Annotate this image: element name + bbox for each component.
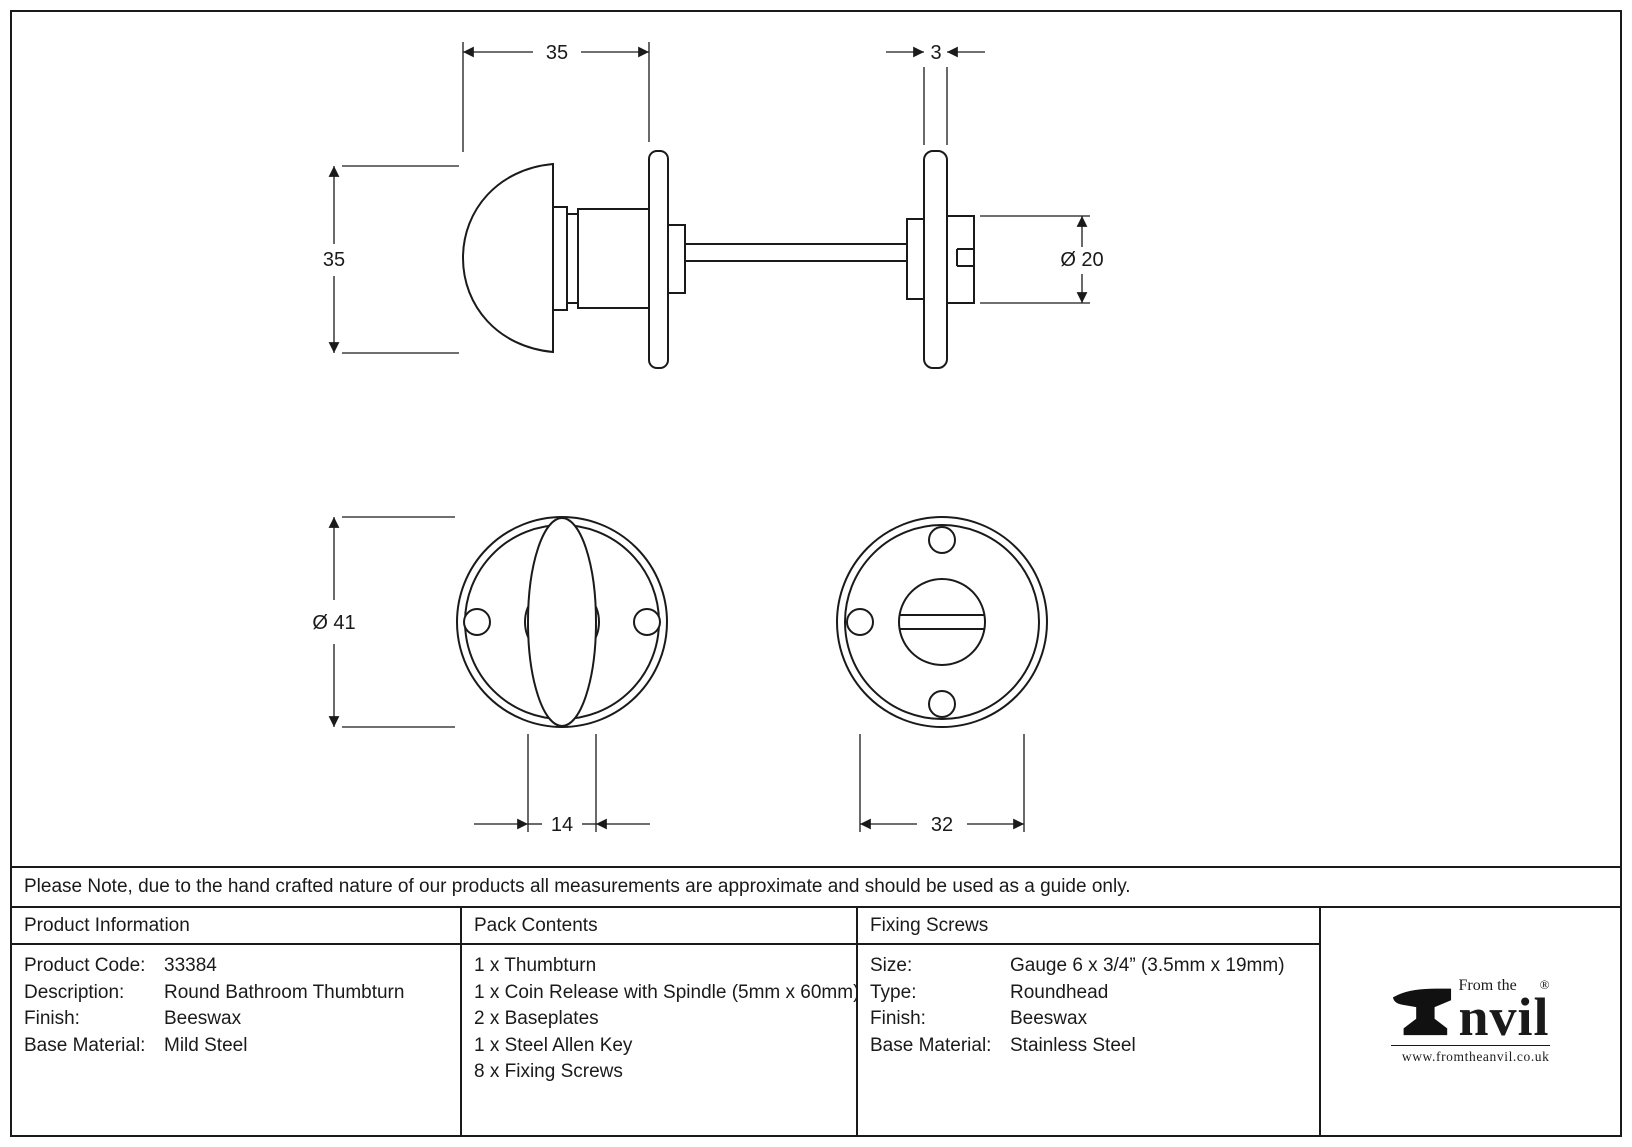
table-row: Finish: Beeswax bbox=[24, 1006, 448, 1033]
dim-hole-pitch-label: 32 bbox=[931, 814, 953, 836]
from-the-anvil-logo: From the ® nvil www.fromtheanvil.co.uk bbox=[1391, 977, 1550, 1065]
fixing-screws-header: Fixing Screws bbox=[858, 908, 1319, 945]
row-label: Size: bbox=[870, 955, 913, 976]
rose-inner-circle bbox=[844, 524, 1040, 720]
dim-rose-diameter: Ø 41 bbox=[312, 516, 455, 728]
dim-turn-width-label: 14 bbox=[551, 814, 573, 836]
logo-tagline: From the bbox=[1458, 977, 1517, 994]
row-value: 33384 bbox=[164, 955, 217, 976]
screw-hole bbox=[846, 608, 874, 636]
product-info-column: Product Information Product Code: 33384 D… bbox=[12, 908, 462, 1135]
dim-knob-width-label: 35 bbox=[546, 42, 568, 64]
knob-cylinder bbox=[577, 208, 650, 309]
screw-hole bbox=[463, 608, 491, 636]
thumbturn-oval bbox=[527, 517, 597, 727]
front-washer bbox=[667, 224, 686, 294]
fixing-screws-column: Fixing Screws Size: Gauge 6 x 3/4” (3.5mm… bbox=[858, 908, 1321, 1135]
spindle bbox=[684, 243, 908, 262]
dim-knob-height-label: 35 bbox=[323, 249, 345, 271]
list-item: 1 x Thumbturn bbox=[474, 955, 597, 976]
row-value: Beeswax bbox=[164, 1008, 242, 1029]
screw-hole bbox=[928, 526, 956, 554]
table-row: Size: Gauge 6 x 3/4” (3.5mm x 19mm) bbox=[870, 953, 1307, 980]
table-row: Finish: Beeswax bbox=[870, 1006, 1307, 1033]
coin-release-profile bbox=[946, 215, 975, 304]
spec-table: Product Information Product Code: 33384 D… bbox=[12, 906, 1620, 1135]
list-item: 1 x Steel Allen Key bbox=[474, 1034, 633, 1056]
dim-rose-diameter-label: Ø 41 bbox=[312, 612, 355, 634]
list-item: 8 x Fixing Screws bbox=[474, 1061, 623, 1082]
row-value: Mild Steel bbox=[164, 1034, 248, 1056]
note-bar: Please Note, due to the hand crafted nat… bbox=[12, 866, 1620, 906]
thumbturn-knob-profile bbox=[461, 162, 554, 354]
screw-hole bbox=[633, 608, 661, 636]
logo-website: www.fromtheanvil.co.uk bbox=[1391, 1045, 1550, 1065]
dim-plate-thickness: 3 bbox=[886, 42, 985, 145]
table-row: Base Material: Stainless Steel bbox=[870, 1033, 1307, 1060]
list-item: 1 x Coin Release with Spindle (5mm x 60m… bbox=[474, 981, 858, 1003]
row-label: Product Code: bbox=[24, 955, 146, 976]
coin-release-face bbox=[898, 578, 986, 666]
dim-knob-height: 35 bbox=[323, 165, 459, 354]
knob-collar bbox=[552, 206, 568, 311]
row-label: Base Material: bbox=[24, 1034, 146, 1056]
front-view-coin-release bbox=[836, 516, 1048, 728]
row-value: Roundhead bbox=[1010, 981, 1109, 1003]
row-label: Description: bbox=[24, 981, 125, 1003]
note-text: Please Note, due to the hand crafted nat… bbox=[24, 876, 1131, 897]
table-row: Base Material: Mild Steel bbox=[24, 1033, 448, 1060]
table-row: Description: Round Bathroom Thumbturn bbox=[24, 980, 448, 1007]
screw-hole bbox=[928, 690, 956, 718]
list-item: 2 x Baseplates bbox=[474, 1008, 599, 1029]
dim-turn-width: 14 bbox=[474, 734, 650, 836]
baseplate-front-profile bbox=[648, 150, 669, 369]
side-view bbox=[461, 150, 975, 369]
row-value: Gauge 6 x 3/4” (3.5mm x 19mm) bbox=[1010, 955, 1285, 976]
front-view-thumbturn bbox=[456, 516, 668, 728]
row-label: Type: bbox=[870, 981, 917, 1003]
row-label: Base Material: bbox=[870, 1034, 992, 1056]
row-value: Beeswax bbox=[1010, 1008, 1088, 1029]
rear-washer bbox=[906, 218, 925, 300]
dim-coin-diameter-label: Ø 20 bbox=[1060, 249, 1103, 271]
registered-mark: ® bbox=[1539, 977, 1550, 992]
rose-outer-circle bbox=[836, 516, 1048, 728]
dim-knob-width: 35 bbox=[462, 42, 650, 152]
sheet-frame: 35 3 35 bbox=[10, 10, 1622, 1137]
product-info-header: Product Information bbox=[12, 908, 460, 945]
knob-groove bbox=[566, 213, 579, 304]
table-row: Product Code: 33384 bbox=[24, 953, 448, 980]
dim-hole-pitch: 32 bbox=[859, 734, 1025, 836]
logo-wordmark: nvil bbox=[1458, 987, 1550, 1047]
table-row: Type: Roundhead bbox=[870, 980, 1307, 1007]
pack-contents-column: Pack Contents 1 x Thumbturn 1 x Coin Rel… bbox=[462, 908, 858, 1135]
pack-contents-header: Pack Contents bbox=[462, 908, 856, 945]
anvil-icon bbox=[1393, 988, 1452, 1036]
dim-coin-diameter: Ø 20 bbox=[980, 215, 1104, 304]
row-label: Finish: bbox=[870, 1008, 926, 1029]
baseplate-rear-profile bbox=[923, 150, 948, 369]
row-label: Finish: bbox=[24, 1008, 80, 1029]
row-value: Stainless Steel bbox=[1010, 1034, 1136, 1056]
row-value: Round Bathroom Thumbturn bbox=[164, 981, 405, 1003]
brand-logo-cell: From the ® nvil www.fromtheanvil.co.uk bbox=[1321, 908, 1620, 1135]
technical-drawing: 35 3 35 bbox=[12, 12, 1620, 866]
drawing-svg: 35 3 35 bbox=[312, 42, 1104, 836]
dim-plate-thickness-label: 3 bbox=[930, 42, 941, 64]
